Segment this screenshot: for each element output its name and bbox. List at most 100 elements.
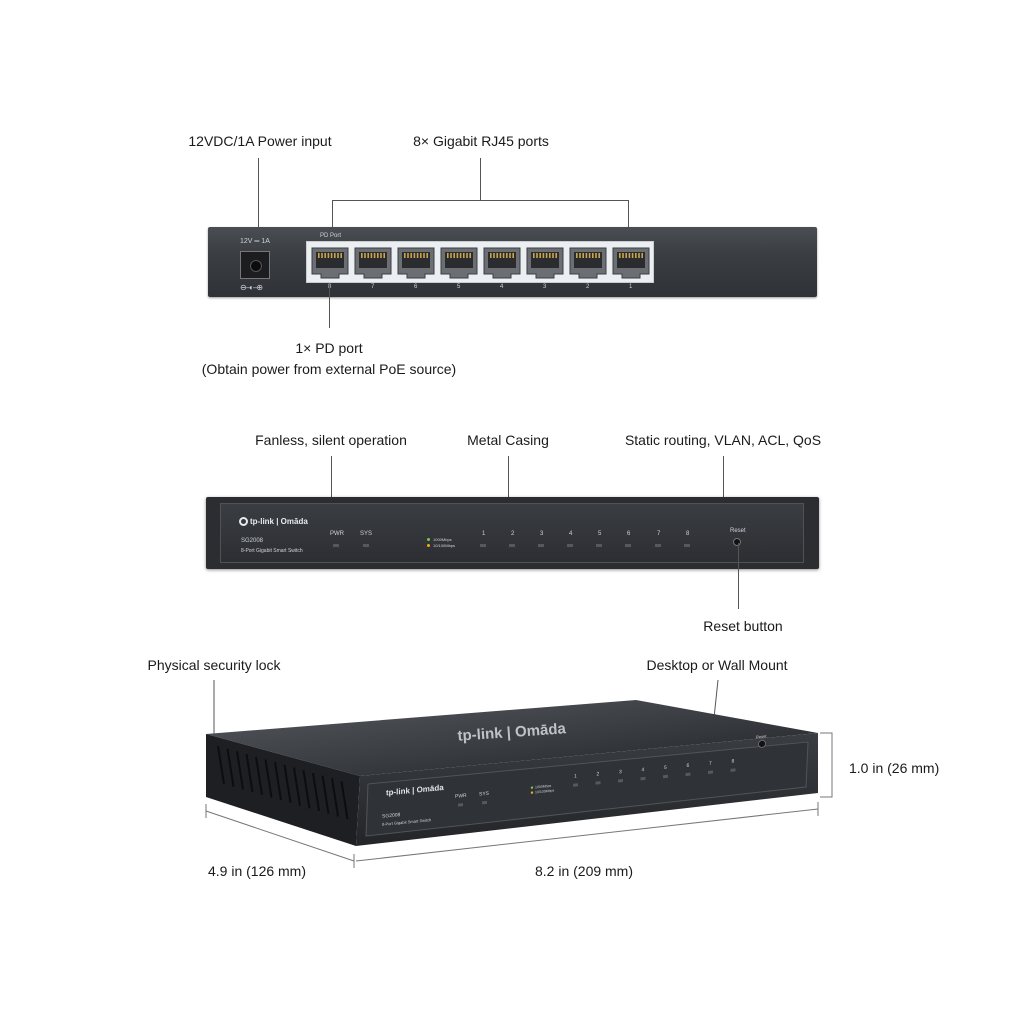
side-vents [217,745,349,820]
vent-slot [331,778,339,817]
ports-bracket-left [332,200,333,244]
reset-callout-line [738,543,739,609]
pd-port-tag: PD Port [320,233,342,239]
port-led [480,544,486,547]
vent-slot [293,767,301,806]
iso-port-led [618,779,623,783]
port-led [509,544,515,547]
iso-green-led-dot [530,786,534,789]
iso-port-led [573,783,578,787]
iso-speed-1000-text: 1000Mbps [535,784,552,790]
reset-button[interactable] [733,538,741,546]
brand-text: tp-link | Omāda [250,517,308,526]
iso-led-pwr [458,803,463,807]
port-led [538,544,544,547]
pd-port-sublabel: (Obtain power from external PoE source) [201,361,457,377]
speed-10-100-text: 10/100Mbps [433,543,456,548]
front-port-number: 8 [686,531,690,537]
vent-slot [245,753,254,793]
front-port-number: 7 [657,531,661,537]
vent-slot [217,745,225,785]
port-led [567,544,573,547]
reset-button-label: Reset button [703,618,783,634]
vent-slot [236,751,244,790]
port-led [596,544,602,547]
iso-model-description: 8-Port Gigabit Smart Switch [382,817,431,827]
green-led-dot [427,538,430,541]
front-port-number: 2 [511,531,515,537]
iso-speed-10-100-text: 10/100Mbps [535,789,554,795]
iso-model-name: SG2008 [382,812,401,820]
front-inner-panel: tp-link | Omāda SG2008 8-Port Gigabit Sm… [220,503,804,563]
speed-1000-text: 1000Mbps [433,537,452,542]
iso-port-number: 5 [664,765,667,771]
front-port-number: 6 [627,531,631,537]
amber-led-dot [427,544,430,547]
ports-bracket [332,200,629,201]
pd-port-label: 1× PD port [295,340,363,356]
vent-slot [226,748,235,787]
rj45-ports-label: 8× Gigabit RJ45 ports [413,133,549,149]
pd-callout-line [329,284,330,328]
width-dimension [355,802,819,862]
routing-callout-line [723,456,724,498]
reset-text: Reset [730,528,746,534]
model-description: 8-Port Gigabit Smart Switch [241,548,303,554]
front-port-number: 3 [540,531,544,537]
iso-port-led [730,768,736,772]
rear-port-number: 1 [629,284,633,290]
iso-port-number: 6 [687,763,690,769]
ports-callout-stem [480,158,481,200]
depth-dimension-label: 4.9 in (126 mm) [207,863,307,879]
front-port-number: 5 [598,531,602,537]
iso-port-number: 7 [709,761,712,767]
power-rating-text: 12V ═ 1A [240,238,270,245]
led-pwr [333,544,339,547]
polarity-icon: ⊖–◐–⊕ [240,283,263,292]
brand-logo: tp-link | Omāda [239,516,308,527]
iso-port-led [708,770,713,774]
rear-port-number: 2 [586,284,590,290]
vent-slot [312,772,320,812]
depth-dimension [205,804,355,868]
model-name: SG2008 [241,538,264,544]
iso-port-number: 4 [642,767,645,773]
led-sys-label: SYS [360,531,373,537]
port-led [655,544,661,547]
front-panel: tp-link | Omāda SG2008 8-Port Gigabit Sm… [206,497,819,569]
iso-port-led [685,772,691,777]
height-dimension-label: 1.0 in (26 mm) [849,760,940,776]
vent-slot [321,775,330,814]
ports-bracket-right [628,200,629,244]
power-callout-line [258,158,259,246]
front-port-number: 1 [482,531,486,537]
metal-callout-line [508,456,509,498]
tplink-logo-icon [239,516,248,526]
rear-port-number: 4 [500,284,504,290]
fanless-callout-line [331,456,332,498]
port-led [625,544,631,547]
rear-port-number: 5 [457,284,461,290]
routing-label: Static routing, VLAN, ACL, QoS [624,432,822,448]
iso-port-number: 8 [732,758,735,764]
fanless-label: Fanless, silent operation [255,432,407,448]
iso-reset-button[interactable] [758,739,766,748]
speed-legend: 1000Mbps 10/100Mbps [427,537,455,549]
mount-callout-line [713,679,719,719]
iso-led-sys [482,800,487,805]
power-jack [240,251,270,279]
iso-port-number: 3 [619,769,622,775]
iso-amber-led-dot [530,791,534,794]
front-port-number: 4 [569,531,573,537]
iso-led-pwr-label: PWR [455,793,467,800]
iso-port-led [595,781,601,785]
iso-led-sys-label: SYS [479,791,490,798]
port-led [684,544,690,547]
metal-casing-label: Metal Casing [467,432,549,448]
power-input-label: 12VDC/1A Power input [188,133,332,149]
led-pwr-label: PWR [330,531,344,537]
iso-reset-text: Reset [756,733,767,739]
security-lock-label: Physical security lock [147,657,281,673]
vent-slot [264,759,273,798]
